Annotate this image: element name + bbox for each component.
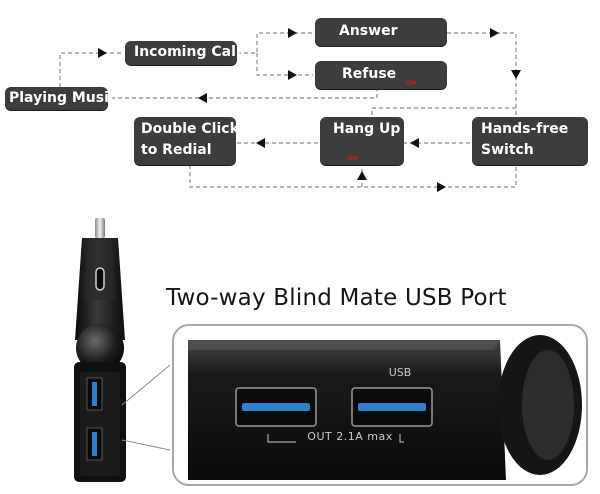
playing-music-node: Playing Music <box>5 87 117 110</box>
redial-node: Double Click to Redial <box>134 117 239 165</box>
arrow-into-redial <box>256 138 265 148</box>
arrow-up-into-hang-up <box>357 171 367 180</box>
handsfree-label-line1: Hands-free <box>481 121 569 137</box>
redial-label-line2: to Redial <box>141 142 212 158</box>
arrow-bottom-loop-right <box>437 182 446 192</box>
hang-up-label: Hang Up <box>333 121 401 137</box>
hang-up-node: Hang Up OH <box>320 117 404 165</box>
arrow-into-playing-music <box>198 93 207 103</box>
refuse-label: Refuse <box>342 66 397 82</box>
handsfree-label-line2: Switch <box>481 142 534 158</box>
arrow-into-answer <box>288 28 297 38</box>
callout-lines <box>121 364 171 451</box>
playing-music-label: Playing Music <box>9 90 118 106</box>
refuse-oh-tag: OH <box>406 80 417 87</box>
handsfree-node: Hands-free Switch <box>472 117 588 165</box>
arrow-into-hang-up <box>410 138 419 148</box>
answer-label: Answer <box>339 23 398 39</box>
incoming-call-node: Incoming Call <box>125 41 241 65</box>
product-heading: Two-way Blind Mate USB Port <box>166 285 507 311</box>
hang-up-oh-tag: OH <box>348 155 359 162</box>
arrow-down-to-handsfree <box>511 70 521 79</box>
usb-port-label: USB <box>388 366 412 379</box>
redial-label-line1: Double Click <box>141 121 239 137</box>
answer-node: Answer <box>315 18 447 46</box>
arrow-into-refuse <box>288 70 297 80</box>
output-rating-label: OUT 2.1A max <box>307 430 393 443</box>
usb-port-closeup <box>172 324 588 486</box>
incoming-call-label: Incoming Call <box>134 44 241 60</box>
arrow-into-incoming-call <box>98 48 107 58</box>
refuse-node: Refuse OH <box>315 61 447 89</box>
flow-arrowheads <box>98 28 521 192</box>
arrow-answer-right <box>490 28 499 38</box>
car-charger-device <box>74 218 126 482</box>
flow-connectors <box>59 32 517 188</box>
